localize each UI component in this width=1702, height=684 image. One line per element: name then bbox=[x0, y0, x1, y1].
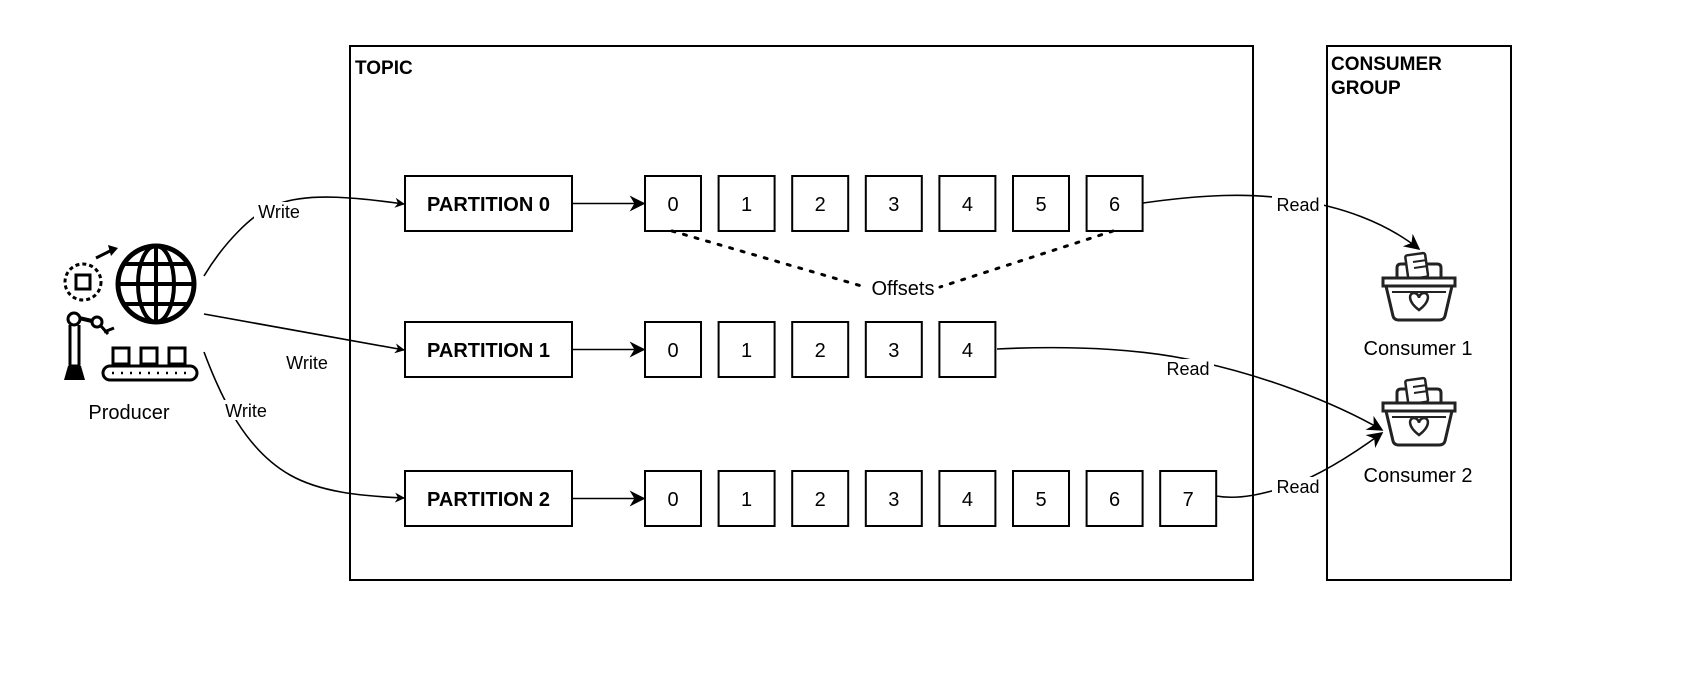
partition-2-offset-3-box bbox=[864, 470, 923, 527]
partition-1-offset-1-label: 1 bbox=[741, 340, 752, 362]
partition-0-label: PARTITION 0 bbox=[427, 194, 550, 216]
partition-2-offset-0-label: 0 bbox=[667, 489, 678, 511]
partition-0-offset-2-label: 2 bbox=[815, 194, 826, 216]
partition-0-offset-4-label: 4 bbox=[962, 194, 973, 216]
partition-1-offset-4-box bbox=[938, 321, 997, 378]
partition-2-box bbox=[404, 470, 573, 527]
producer-icon bbox=[63, 243, 199, 382]
partition-2-offset-1-label: 1 bbox=[741, 489, 752, 511]
partition-2-offset-6-box bbox=[1085, 470, 1144, 527]
partition-1-offset-1-box bbox=[717, 321, 776, 378]
partition-2-offset-6-label: 6 bbox=[1109, 489, 1120, 511]
write-arrow-partition-1 bbox=[203, 313, 405, 354]
write-label-partition-1: Write bbox=[286, 353, 328, 373]
partition-1-box bbox=[404, 321, 573, 378]
partition-0-offset-3-label: 3 bbox=[888, 194, 899, 216]
partition-0-offset-5-box bbox=[1012, 175, 1070, 232]
partition-1-offset-2-box bbox=[791, 321, 850, 378]
partition-1-offset-3-box bbox=[864, 321, 923, 378]
partition-1-offset-2-label: 2 bbox=[815, 340, 826, 362]
partition-0-offset-6-label: 6 bbox=[1109, 194, 1120, 216]
partition-1-offset-0-label: 0 bbox=[667, 340, 678, 362]
consumer-2-label: Consumer 2 bbox=[1364, 465, 1473, 487]
partition-2-label: PARTITION 2 bbox=[427, 489, 550, 511]
write-label-partition-2: Write bbox=[225, 401, 267, 421]
partition-2-offset-0-box bbox=[644, 470, 702, 527]
write-label-partition-0: Write bbox=[258, 202, 300, 222]
partition-1-offset-3-label: 3 bbox=[888, 340, 899, 362]
partition-2-offset-4-label: 4 bbox=[962, 489, 973, 511]
topic-title: TOPIC bbox=[355, 58, 413, 79]
read-label-p2: Read bbox=[1276, 477, 1319, 497]
partition-0-offset-4-box bbox=[938, 175, 997, 232]
partition-0-offset-1-box bbox=[717, 175, 776, 232]
partition-1-offset-0-box bbox=[644, 321, 702, 378]
partition-0-offset-5-label: 5 bbox=[1035, 194, 1046, 216]
consumer-group-title-line1: CONSUMER bbox=[1331, 54, 1442, 75]
partition-2-offset-7-box bbox=[1159, 470, 1218, 527]
partition-2-offset-2-label: 2 bbox=[815, 489, 826, 511]
consumer-group-title-line2: GROUP bbox=[1331, 78, 1401, 99]
offsets-label: Offsets bbox=[872, 278, 935, 300]
write-arrow-partition-2 bbox=[203, 351, 405, 503]
partition-2-offset-5-label: 5 bbox=[1035, 489, 1046, 511]
offsets-pointer-left bbox=[670, 229, 867, 289]
producer-label: Producer bbox=[88, 402, 169, 424]
partition-1-offset-4-label: 4 bbox=[962, 340, 973, 362]
partition-0-offset-6-box bbox=[1085, 175, 1144, 232]
partition-2-offset-2-box bbox=[791, 470, 850, 527]
partition-0-offset-0-label: 0 bbox=[667, 194, 678, 216]
partition-0-offset-3-box bbox=[864, 175, 923, 232]
partition-1-label: PARTITION 1 bbox=[427, 340, 550, 362]
partition-0-box bbox=[404, 175, 573, 232]
partition-2-offset-7-label: 7 bbox=[1183, 489, 1194, 511]
partition-2-offset-4-box bbox=[938, 470, 997, 527]
consumer-group-title: CONSUMER GROUP bbox=[1331, 54, 1447, 99]
partition-0-offset-1-label: 1 bbox=[741, 194, 752, 216]
read-label-p0: Read bbox=[1276, 195, 1319, 215]
consumer-1-label: Consumer 1 bbox=[1364, 338, 1473, 360]
partition-2-offset-5-box bbox=[1012, 470, 1070, 527]
partition-0-offset-2-box bbox=[791, 175, 850, 232]
read-label-p1: Read bbox=[1166, 359, 1209, 379]
partition-2-offset-1-box bbox=[717, 470, 776, 527]
partition-2-offset-3-label: 3 bbox=[888, 489, 899, 511]
